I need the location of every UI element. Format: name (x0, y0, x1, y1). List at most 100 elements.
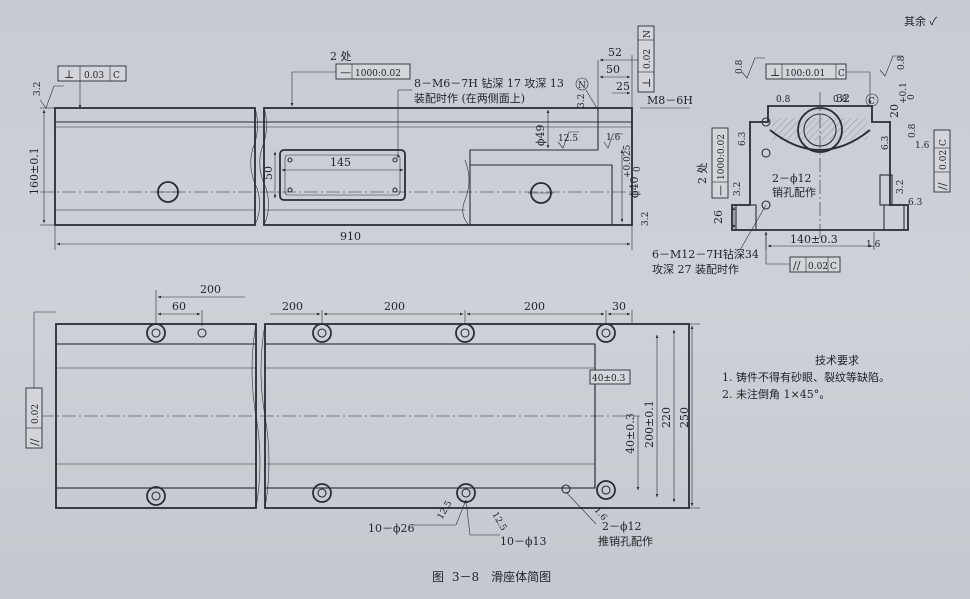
svg-text://: // (936, 182, 949, 190)
svg-text:0.02: 0.02 (643, 49, 653, 69)
tech-item-2: 2. 未注倒角 1×45°。 (722, 388, 831, 401)
thread-note-m6-sub: 装配时作 (在两侧面上) (414, 92, 525, 105)
front-slot (279, 149, 406, 201)
svg-text:⊥: ⊥ (640, 78, 653, 88)
other-roughness-note: 其余 ✓ (904, 15, 938, 28)
svg-text:3.2: 3.2 (896, 180, 906, 194)
svg-text:3.2: 3.2 (733, 182, 743, 196)
svg-text:0: 0 (633, 166, 643, 172)
svg-text:50: 50 (606, 63, 620, 76)
svg-text:100:0.01: 100:0.01 (785, 69, 825, 79)
flatness-frame (57, 65, 127, 82)
svg-text:200: 200 (282, 300, 303, 313)
svg-text:C: C (113, 71, 120, 81)
svg-text:200: 200 (524, 300, 545, 313)
front-section-hatch (469, 107, 633, 226)
svg-text:0.8: 0.8 (833, 95, 848, 105)
front-body-left (54, 107, 256, 226)
svg-text:200±0.1: 200±0.1 (643, 400, 656, 448)
dim-910: 910 (340, 230, 361, 243)
side-perp-frame (765, 63, 847, 80)
side-view: ⊥ 100:0.01 C 0.8 0.8 0.8 0.8 6.3 6.3 6.3… (652, 55, 951, 276)
svg-text:攻深 27 装配时作: 攻深 27 装配时作 (652, 262, 739, 276)
svg-text://: // (28, 438, 41, 446)
side-parallel-frame (789, 256, 841, 273)
front-body-right (263, 107, 633, 226)
tech-item-1: 1. 铸件不得有砂眼、裂纹等缺陷。 (722, 371, 890, 384)
svg-text:12.5: 12.5 (436, 499, 455, 522)
svg-text:⊥: ⊥ (770, 66, 780, 79)
svg-text:3.2: 3.2 (577, 94, 587, 108)
dim-160: 160±0.1 (28, 147, 41, 195)
svg-text:200: 200 (384, 300, 405, 313)
svg-text:26: 26 (712, 210, 725, 224)
side-straightness-frame (711, 127, 729, 199)
svg-text:—: — (340, 66, 351, 79)
holes-26-note: 10－ϕ26 (368, 522, 415, 535)
svg-text:3.2: 3.2 (33, 82, 43, 96)
svg-text:C: C (838, 69, 845, 79)
svg-text:140±0.3: 140±0.3 (790, 233, 838, 246)
svg-text:ϕ49: ϕ49 (534, 125, 547, 147)
dim-50: 50 (262, 166, 275, 180)
svg-text:0.02: 0.02 (939, 150, 949, 170)
svg-text:+0.1: +0.1 (899, 82, 909, 104)
side-right-parallel-frame (933, 129, 951, 193)
svg-text:220: 220 (660, 407, 673, 428)
svg-text:6.3: 6.3 (881, 135, 891, 150)
thread-note-m12: 6－M12－7H钻深34 (652, 247, 759, 261)
svg-text:32: 32 (836, 92, 850, 105)
tech-title: 技术要求 (815, 354, 859, 367)
datum-c (865, 93, 879, 107)
svg-text:40±0.3: 40±0.3 (592, 374, 626, 384)
pin-note: 2－ϕ12 (772, 172, 812, 185)
top-view: 200 60 200 200 200 30 250 220 200±0.1 40… (25, 283, 700, 548)
svg-text:销孔配作: 销孔配作 (772, 185, 816, 199)
thread-note-m6: 8－M6－7H 钻深 17 攻深 13 (414, 76, 564, 90)
svg-text:6.3: 6.3 (908, 198, 923, 208)
svg-text:20: 20 (888, 104, 901, 118)
pin-note-top: 2－ϕ12 (602, 520, 642, 533)
svg-text:0.8: 0.8 (908, 123, 918, 138)
svg-text:60: 60 (172, 300, 186, 313)
svg-text:C: C (868, 97, 875, 107)
svg-text:3.2: 3.2 (641, 212, 651, 226)
svg-text:N: N (578, 81, 586, 91)
dim-145: 145 (330, 156, 351, 169)
top-holes-upper (146, 323, 616, 343)
svg-text:C: C (830, 262, 837, 272)
front-view: 910 160±0.1 145 50 ⊥ 0.03 C 3.2 2 处 — 10… (28, 25, 693, 250)
svg-text://: // (793, 259, 801, 272)
svg-text:0.02: 0.02 (31, 404, 41, 424)
svg-text:+0.025: +0.025 (623, 144, 633, 178)
tech-requirements: 技术要求 1. 铸件不得有砂眼、裂纹等缺陷。 2. 未注倒角 1×45°。 (722, 352, 922, 403)
svg-text:25: 25 (616, 80, 630, 93)
svg-text:1000:0.02: 1000:0.02 (355, 69, 401, 79)
svg-text:0.02: 0.02 (808, 262, 828, 272)
svg-text:250: 250 (678, 407, 691, 428)
datum-n (575, 77, 589, 91)
svg-text:1.6: 1.6 (606, 133, 621, 143)
svg-text:6.3: 6.3 (738, 131, 748, 146)
svg-text:12.5: 12.5 (558, 134, 578, 144)
svg-text:—: — (714, 185, 727, 196)
svg-text:1.6: 1.6 (866, 240, 881, 250)
svg-text:52: 52 (608, 46, 622, 59)
svg-text:1000:0.02: 1000:0.02 (717, 134, 727, 180)
svg-text:0: 0 (907, 94, 917, 100)
svg-text:ϕ40: ϕ40 (628, 177, 641, 199)
holes-13-note: 10－ϕ13 (500, 535, 547, 548)
front-break-line (250, 107, 260, 226)
svg-text:⊥: ⊥ (64, 68, 74, 81)
svg-text:0.8: 0.8 (897, 55, 907, 70)
svg-text:30: 30 (612, 300, 626, 313)
thread-m8: M8－6H (647, 94, 693, 107)
note-2-places: 2 处 (330, 50, 352, 63)
svg-text:1.6: 1.6 (915, 141, 930, 151)
svg-text:2 处: 2 处 (696, 163, 709, 185)
svg-text:N: N (643, 30, 653, 38)
svg-text:0.03: 0.03 (84, 71, 104, 81)
svg-text:C: C (939, 139, 949, 146)
